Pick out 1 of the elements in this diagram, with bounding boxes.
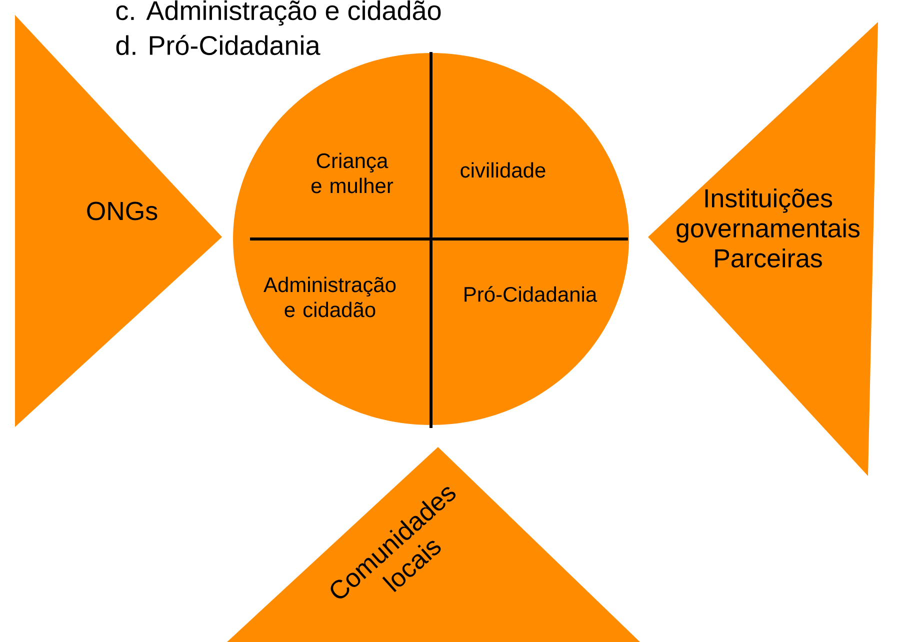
triangle: Instituições governamentais Parceiras — [648, 22, 878, 476]
